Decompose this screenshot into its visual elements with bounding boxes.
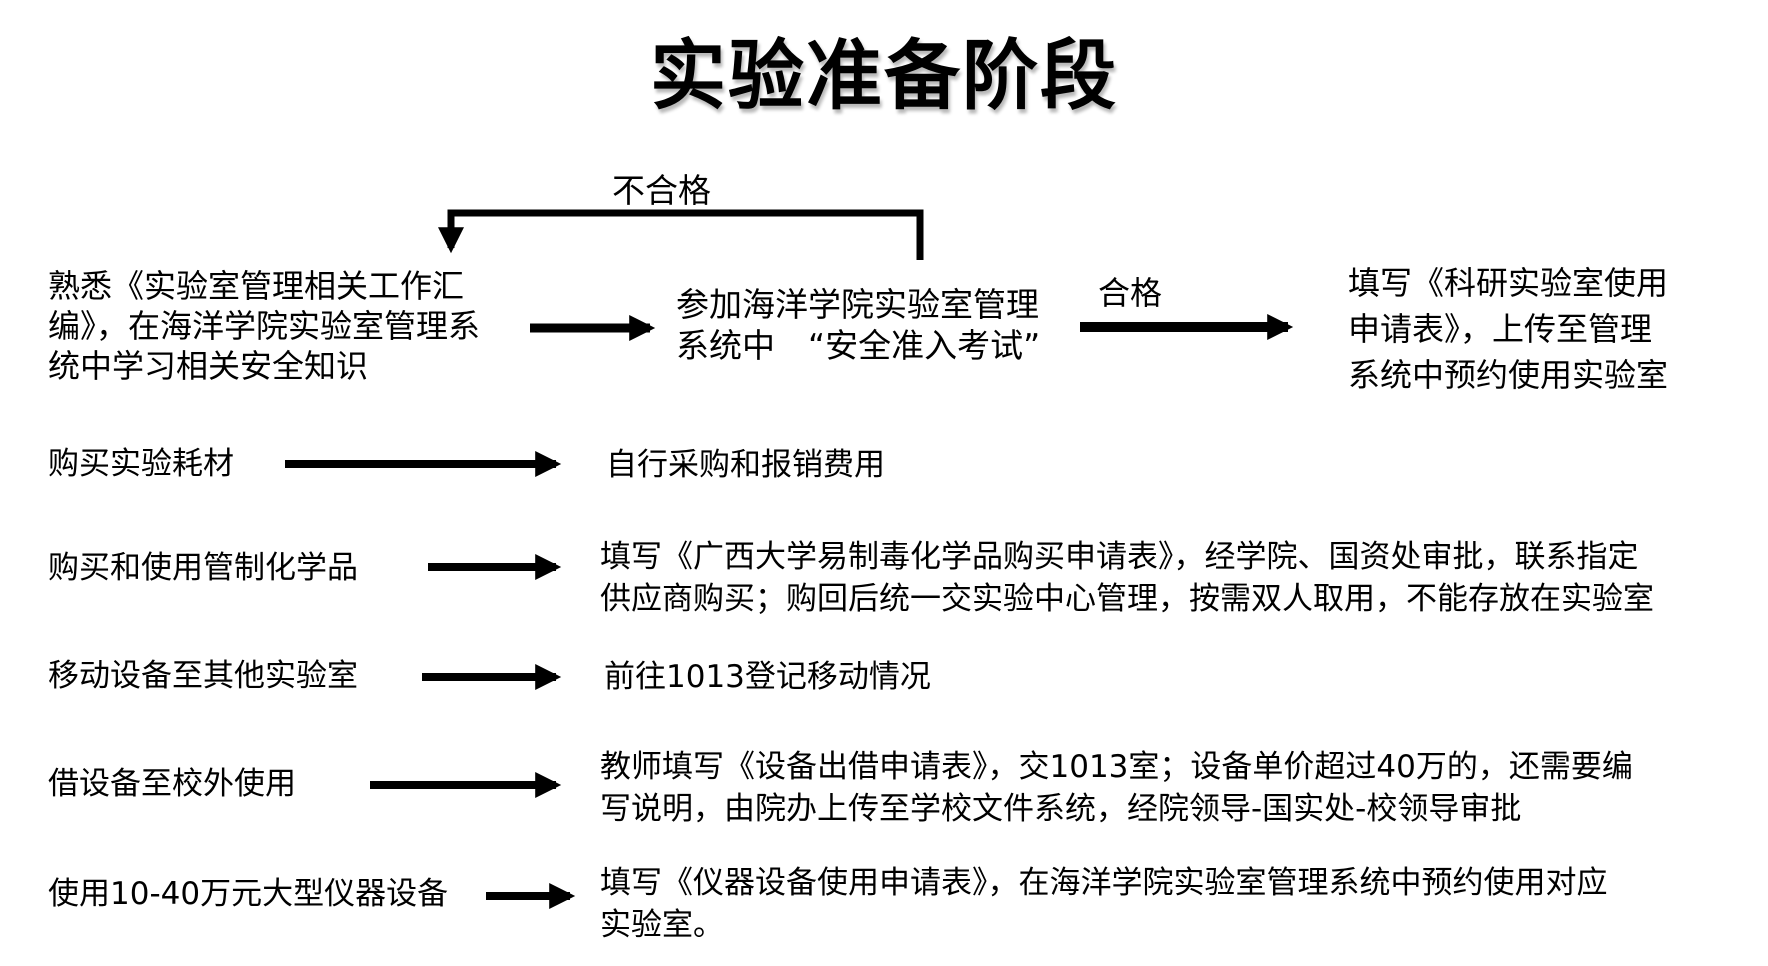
row-detail-buy-consumables: 自行采购和报销费用 xyxy=(606,447,885,483)
step-lab-use-application: 填写《科研实验室使用 申请表》，上传至管理 系统中预约使用实验室 xyxy=(1348,264,1669,394)
row-label-large-instrument: 使用10-40万元大型仪器设备 xyxy=(48,876,449,912)
row-label-buy-consumables: 购买实验耗材 xyxy=(48,446,234,482)
fail-loop-arrow xyxy=(438,209,924,260)
step-safety-exam: 参加海洋学院实验室管理 系统中 “安全准入考试” xyxy=(676,285,1041,365)
page-title: 实验准备阶段 xyxy=(650,31,1118,120)
row-label-lend-equipment: 借设备至校外使用 xyxy=(48,766,296,802)
step-study-regulations: 熟悉《实验室管理相关工作汇 编》，在海洋学院实验室管理系 统中学习相关安全知识 xyxy=(48,267,481,385)
pass-edge-label: 合格 xyxy=(1098,274,1163,312)
row-detail-move-equipment: 前往1013登记移动情况 xyxy=(604,659,931,695)
row-detail-large-instrument: 填写《仪器设备使用申请表》，在海洋学院实验室管理系统中预约使用对应 实验室。 xyxy=(600,865,1608,943)
row-label-move-equipment: 移动设备至其他实验室 xyxy=(48,658,358,694)
row-label-controlled-chemicals: 购买和使用管制化学品 xyxy=(48,550,358,586)
fail-edge-label: 不合格 xyxy=(612,171,711,210)
row-detail-lend-equipment: 教师填写《设备出借申请表》，交1013室；设备单价超过40万的，还需要编 写说明… xyxy=(600,749,1633,827)
row-detail-controlled-chemicals: 填写《广西大学易制毒化学品购买申请表》，经学院、国资处审批，联系指定 供应商购买… xyxy=(600,539,1654,617)
